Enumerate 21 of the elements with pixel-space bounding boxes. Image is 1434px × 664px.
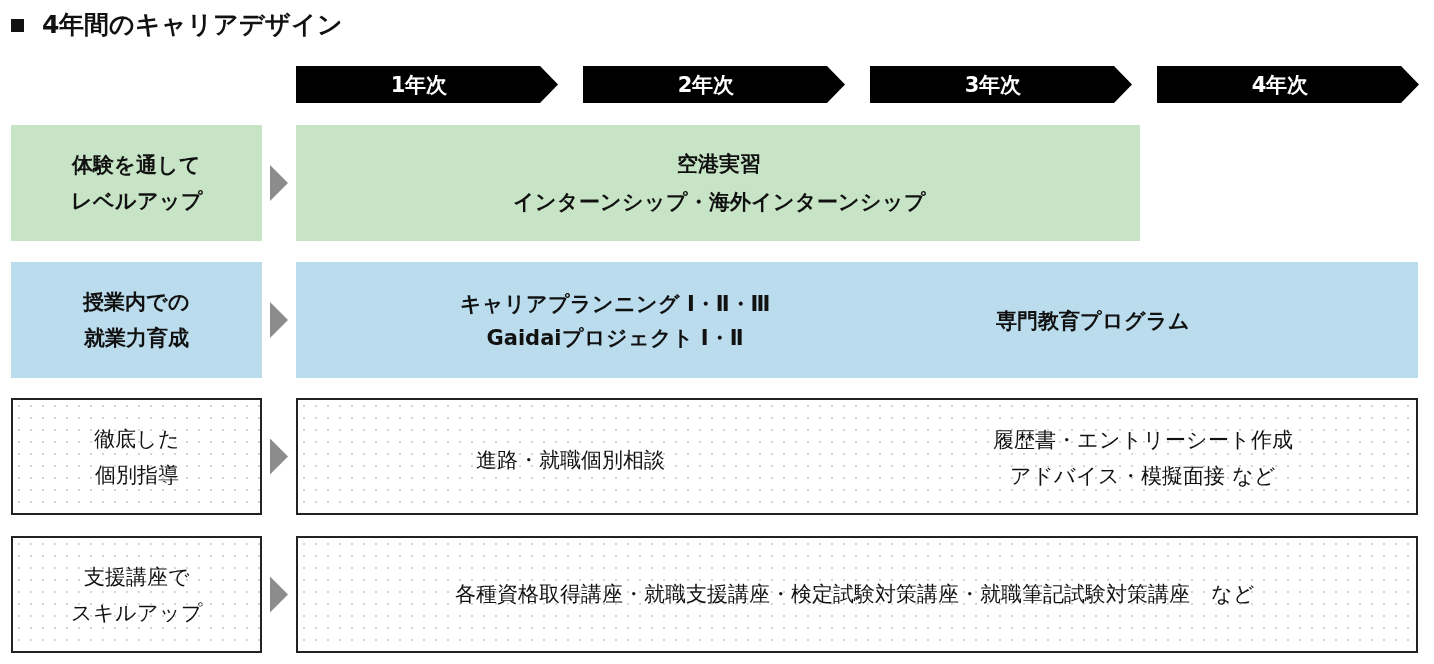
program-text: 履歴書・エントリーシート作成アドバイス・模擬面接 など — [993, 427, 1293, 490]
program-panel — [296, 125, 1140, 241]
program-text: 専門教育プログラム — [996, 307, 1190, 335]
program-text: 各種資格取得講座・就職支援講座・検定試験対策講座・就職筆記試験対策講座 など — [455, 580, 1255, 608]
category-box: 授業内での就業力育成 — [11, 262, 262, 378]
program-text: キャリアプランニング Ⅰ・Ⅱ・Ⅲ — [459, 290, 771, 318]
program-text: Gaidaiプロジェクト Ⅰ・Ⅱ — [486, 324, 744, 352]
year-banner: 3年次 — [870, 66, 1132, 103]
program-text: インターンシップ・海外インターンシップ — [512, 188, 926, 216]
category-box: 徹底した個別指導 — [11, 398, 262, 515]
program-panel — [296, 262, 1418, 378]
program-text: 空港実習 — [677, 150, 761, 178]
category-box: 支援講座でスキルアップ — [11, 536, 262, 653]
year-banner: 2年次 — [583, 66, 845, 103]
year-banner: 4年次 — [1157, 66, 1419, 103]
program-panel — [296, 536, 1418, 653]
program-text: 進路・就職個別相談 — [475, 446, 665, 474]
category-box: 体験を通してレベルアップ — [11, 125, 262, 241]
program-panel — [296, 398, 1418, 515]
title: 4年間のキャリアデザイン — [42, 9, 344, 41]
year-banner: 1年次 — [296, 66, 558, 103]
